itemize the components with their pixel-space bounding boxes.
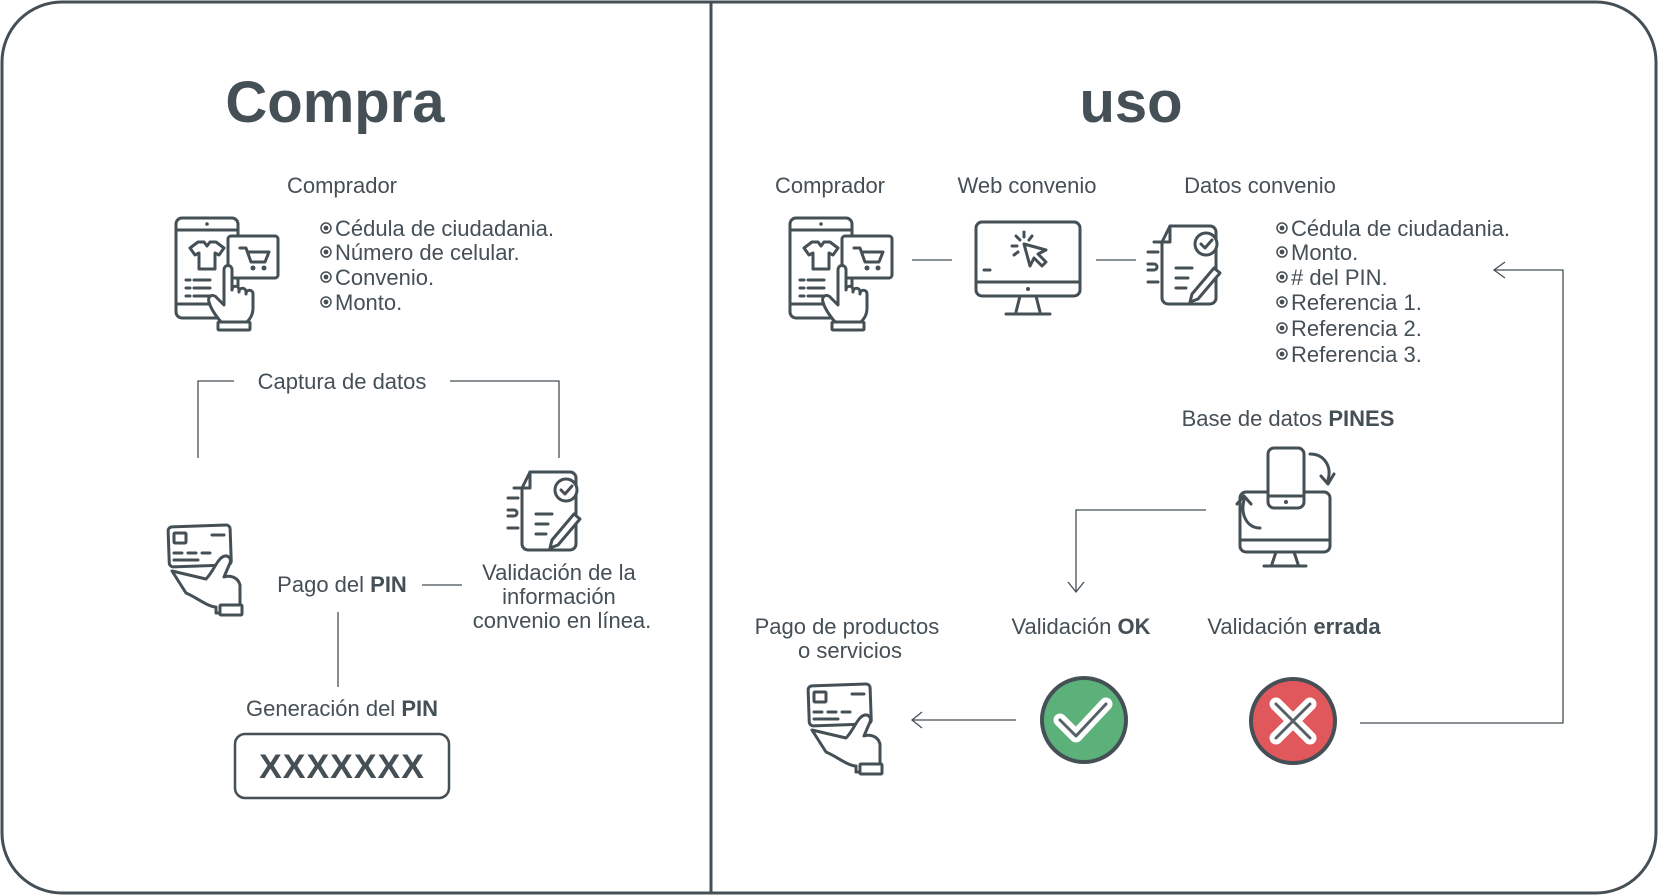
validation-error-label: Validación errada	[1207, 614, 1381, 639]
pin-code-text: XXXXXXX	[259, 748, 425, 786]
bullet-text: Número de celular.	[335, 240, 520, 265]
db-to-ok-arrowhead	[1067, 581, 1085, 594]
document-check-icon	[506, 470, 582, 552]
validation-ok-label: Validación OK	[1012, 614, 1151, 639]
db-pines-label: Base de datos PINES	[1182, 406, 1395, 431]
bullet-text: # del PIN.	[1291, 265, 1388, 290]
ok-to-payment-arrowhead	[910, 711, 923, 729]
datos-convenio-label: Datos convenio	[1184, 173, 1336, 198]
right-title: uso	[1079, 70, 1182, 135]
check-circle-icon	[1040, 676, 1128, 764]
document-check-icon	[1146, 224, 1222, 306]
capture-bracket-right	[450, 380, 560, 458]
left-buyer-label: Comprador	[287, 173, 397, 198]
bullet-text: Referencia 3.	[1291, 342, 1422, 367]
generation-pin-label: Generación del PIN	[246, 696, 438, 721]
phone-cart-icon	[788, 216, 894, 332]
left-buyer-bullets: Cédula de ciudadania. Número de celular.…	[320, 216, 554, 315]
right-buyer-label: Comprador	[775, 173, 885, 198]
bullet-text: Monto.	[335, 290, 402, 315]
bullet-text: Cédula de ciudadania.	[335, 216, 554, 241]
capture-label: Captura de datos	[258, 369, 427, 394]
capture-bracket-left	[197, 380, 234, 458]
left-title: Compra	[225, 70, 445, 135]
bullet-text: Monto.	[1291, 240, 1358, 265]
error-return-arrowhead	[1492, 261, 1506, 279]
product-payment-label: Pago de productos o servicios	[755, 614, 946, 663]
bullet-text: Cédula de ciudadania.	[1291, 216, 1510, 241]
phone-cart-icon	[174, 216, 280, 332]
card-hand-icon	[166, 523, 244, 617]
db-to-ok-line	[1075, 509, 1206, 592]
cross-circle-icon	[1249, 677, 1337, 765]
monitor-cursor-icon	[974, 220, 1082, 316]
data-convenio-bullets: Cédula de ciudadania. Monto. # del PIN. …	[1276, 216, 1510, 367]
bullet-text: Convenio.	[335, 265, 434, 290]
pin-code-box	[233, 732, 451, 800]
database-sync-icon	[1235, 446, 1336, 568]
bullet-text: Referencia 2.	[1291, 316, 1422, 341]
error-return-line	[1360, 269, 1564, 724]
payment-pin-label: Pago del PIN	[277, 572, 407, 597]
bullet-text: Referencia 1.	[1291, 290, 1422, 315]
web-convenio-label: Web convenio	[957, 173, 1096, 198]
validation-online-label: Validación de la información convenio en…	[473, 560, 652, 633]
card-hand-icon	[806, 682, 884, 776]
